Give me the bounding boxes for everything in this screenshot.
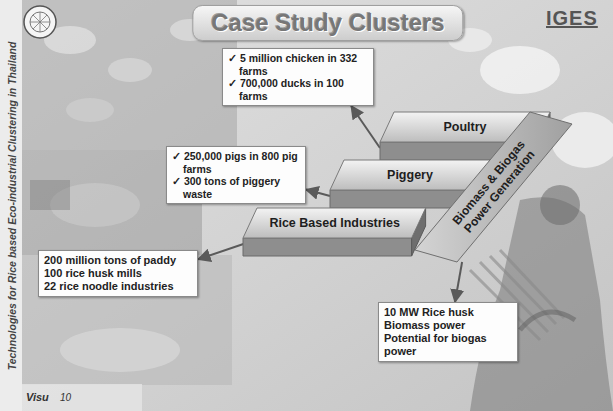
connector-arrow xyxy=(198,244,243,259)
callout-text: ✓ 5 million chicken in 332 farms xyxy=(228,52,368,77)
info-callout: 10 MW Rice husk Biomass powerPotential f… xyxy=(378,302,518,362)
info-callout: ✓ 5 million chicken in 332 farms✓ 700,00… xyxy=(222,48,374,106)
callout-text: 200 million tons of paddy xyxy=(44,254,192,267)
callout-text: ✓ 300 tons of piggery waste xyxy=(172,175,300,200)
callout-text: ✓ 250,000 pigs in 800 pig farms xyxy=(172,150,300,175)
author-name: Visu xyxy=(26,391,49,404)
callout-text: 100 rice husk mills xyxy=(44,267,192,280)
page-number-holder: 10 xyxy=(60,391,71,404)
cluster-label: Piggery xyxy=(387,168,433,183)
slab-shape xyxy=(243,208,426,256)
cluster-label: Rice Based Industries xyxy=(269,216,400,231)
power-band: Biomass & Biogas Power Generation xyxy=(415,112,572,262)
cluster-label: Biomass & Biogas Power Generation xyxy=(442,129,545,245)
slab-top xyxy=(243,208,426,238)
title-box: Case Study Clusters xyxy=(192,5,463,41)
connector-arrow xyxy=(306,190,330,197)
slide-title: Case Study Clusters xyxy=(211,8,444,38)
author-name-holder: Visu xyxy=(26,391,49,404)
slab-front xyxy=(243,238,412,256)
side-banner-holder: Technologies for Rice based Eco-industri… xyxy=(6,42,18,371)
logo-text: IGES xyxy=(546,6,598,30)
callout-text: 10 MW Rice husk Biomass power xyxy=(384,306,512,332)
info-callout: ✓ 250,000 pigs in 800 pig farms✓ 300 ton… xyxy=(166,146,306,204)
connector-arrow xyxy=(351,106,380,148)
slab-top xyxy=(330,160,490,190)
logo-text-holder: IGES xyxy=(546,6,598,30)
info-callout: 200 million tons of paddy100 rice husk m… xyxy=(38,250,198,297)
cluster-label: Poultry xyxy=(443,120,486,135)
page-number: 10 xyxy=(60,391,71,404)
connector-arrow xyxy=(455,262,462,302)
callout-text: ✓ 700,000 ducks in 100 farms xyxy=(228,77,368,102)
cluster-slab: Rice Based Industries xyxy=(243,208,426,256)
band-outline xyxy=(415,112,572,262)
side-banner: Technologies for Rice based Eco-industri… xyxy=(6,42,18,371)
callout-text: Potential for biogas power xyxy=(384,332,512,358)
callout-text: 22 rice noodle industries xyxy=(44,280,192,293)
